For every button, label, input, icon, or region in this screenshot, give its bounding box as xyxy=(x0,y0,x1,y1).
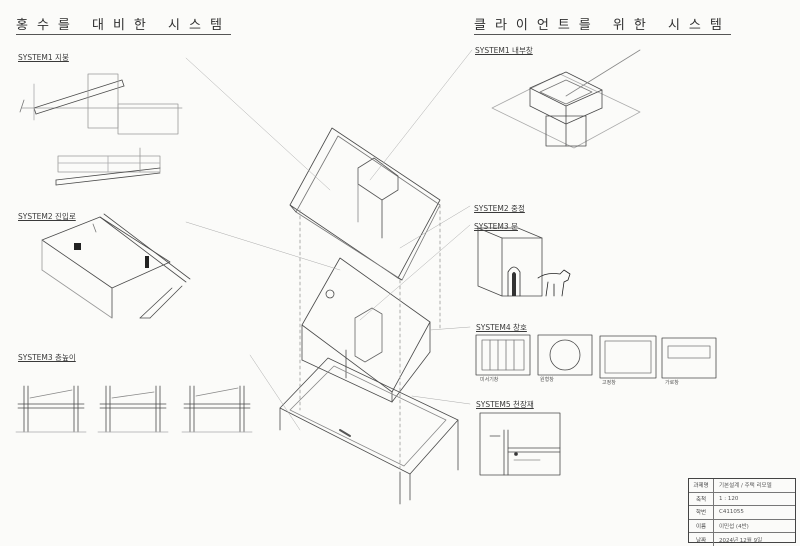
panel-label-3: 고정창 xyxy=(602,380,616,386)
title-block-value: 기본설계 / 주택 리모델 xyxy=(719,483,772,490)
title-block-row: 과제명 기본설계 / 주택 리모델 xyxy=(689,479,795,493)
exploded-axonometric xyxy=(185,49,473,505)
title-block-row: 날짜 2024년 12월 9일 xyxy=(689,533,795,546)
title-block-key: 날짜 xyxy=(689,533,714,546)
panel-label-1: 미서기창 xyxy=(480,377,499,383)
floor-height-sections xyxy=(15,385,253,433)
right-system4-label: SYSTEM4 창호 xyxy=(476,323,527,332)
title-block-value: 이민섭 (4반) xyxy=(719,524,749,531)
left-system1-label: SYSTEM1 지붕 xyxy=(18,53,69,62)
door-elevation xyxy=(477,227,571,297)
left-system2-label: SYSTEM2 진입로 xyxy=(18,212,76,221)
left-section-title: 홍수를 대비한 시스템 xyxy=(16,14,231,35)
right-system2-label: SYSTEM2 중정 xyxy=(474,204,525,213)
title-block-row: 학번 C411055 xyxy=(689,506,795,520)
title-block-row: 축척 1 : 120 xyxy=(689,492,795,507)
roof-section-upper xyxy=(19,73,183,135)
title-block: 과제명 기본설계 / 주택 리모델 축척 1 : 120 학번 C411055 … xyxy=(688,478,796,546)
ceiling-detail-section xyxy=(479,412,561,476)
left-system3-label: SYSTEM3 층높이 xyxy=(18,353,76,362)
panel-label-4: 가로창 xyxy=(665,380,679,386)
panel-label-2: 원형창 xyxy=(540,377,554,383)
right-system1-label: SYSTEM1 내부창 xyxy=(475,46,533,55)
title-block-value: C411055 xyxy=(719,509,744,516)
window-panels xyxy=(475,334,717,379)
title-block-key: 축척 xyxy=(689,492,714,506)
right-section-title: 클라이언트를 위한 시스템 xyxy=(474,14,731,35)
roof-section-lower xyxy=(55,147,161,186)
title-block-value: 1 : 120 xyxy=(719,495,739,502)
ramp-axonometric xyxy=(41,213,191,319)
right-system3-label: SYSTEM3 문 xyxy=(474,222,518,231)
title-block-value: 2024년 12월 9일 xyxy=(719,537,763,544)
title-block-key: 이름 xyxy=(689,519,714,533)
right-system5-label: SYSTEM5 천장재 xyxy=(476,400,534,409)
title-block-key: 과제명 xyxy=(689,479,714,492)
title-block-row: 이름 이민섭 (4반) xyxy=(689,519,795,534)
title-block-key: 학번 xyxy=(689,506,714,519)
inner-window-axonometric xyxy=(491,49,641,149)
